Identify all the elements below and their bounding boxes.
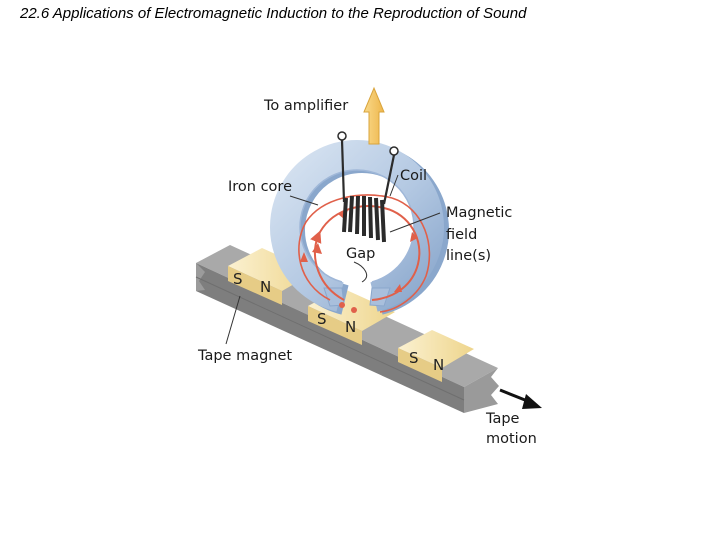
label-iron-core: Iron core	[228, 179, 292, 195]
up-arrow-icon	[363, 86, 385, 145]
label-magnetic-field-3: line(s)	[446, 248, 491, 264]
label-tape-motion-1: Tape	[485, 411, 520, 427]
lead-terminal-left	[337, 131, 347, 141]
right-arrow-icon	[499, 388, 542, 409]
magnet-2-south-label: S	[317, 310, 327, 328]
label-coil: Coil	[400, 168, 427, 184]
magnet-1-north-label: N	[260, 278, 271, 296]
tape-magnet-3: S N	[398, 330, 474, 382]
label-magnetic-field-2: field	[446, 227, 477, 243]
lead-terminal-right	[389, 146, 399, 156]
label-tape-motion-2: motion	[486, 431, 537, 447]
magnet-2-north-label: N	[345, 318, 356, 336]
magnet-1-south-label: S	[233, 270, 243, 288]
magnetic-field-lines	[298, 194, 431, 313]
coil	[337, 131, 399, 243]
label-tape-magnet: Tape magnet	[197, 348, 292, 364]
label-gap: Gap	[346, 246, 375, 262]
magnet-3-north-label: N	[433, 356, 444, 374]
label-to-amplifier: To amplifier	[263, 98, 348, 114]
magnet-3-south-label: S	[409, 349, 419, 367]
iron-core	[270, 140, 449, 315]
leader-lines	[225, 174, 441, 345]
label-magnetic-field-1: Magnetic	[446, 205, 512, 221]
slide-title: 22.6 Applications of Electromagnetic Ind…	[20, 5, 527, 22]
